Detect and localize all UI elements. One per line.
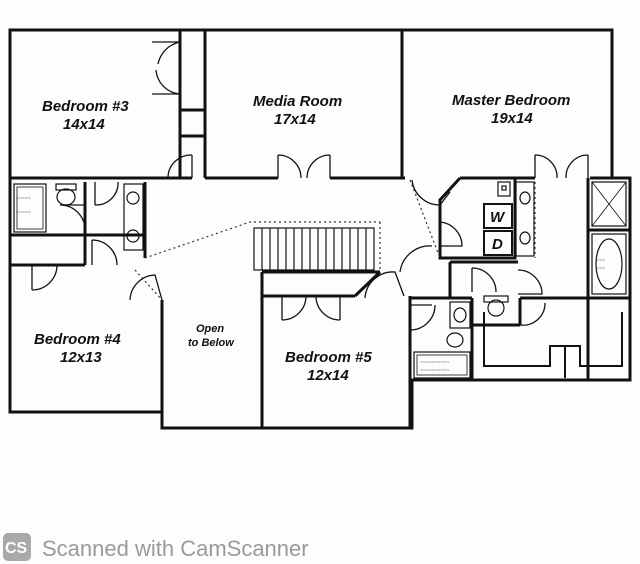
master-bedroom-name: Master Bedroom [452, 92, 570, 109]
left-vanity [123, 183, 144, 251]
svg-text:~~~~~: ~~~~~ [16, 210, 31, 216]
bedroom4-name: Bedroom #4 [34, 331, 121, 348]
svg-text:~~~: ~~~ [596, 258, 605, 264]
master-toilet [487, 299, 505, 317]
door-swings [31, 41, 589, 331]
dryer [483, 230, 513, 256]
camscanner-logo-text: CS [5, 540, 28, 557]
master-closet-outline [483, 312, 623, 378]
left-toilet [56, 188, 76, 206]
bedroom4-size: 12x13 [60, 349, 102, 366]
bedroom5-name: Bedroom #5 [285, 349, 372, 366]
exterior-walls [8, 28, 632, 430]
master-vanity [515, 181, 535, 257]
hall-toilet [446, 332, 464, 348]
dotted-openings [134, 179, 536, 301]
hall-bathtub [413, 351, 471, 379]
camscanner-watermark-text: Scanned with CamScanner [42, 536, 309, 561]
bedroom3-size: 14x14 [63, 116, 105, 133]
svg-text:~~~: ~~~ [596, 266, 605, 272]
svg-text:~~~~~: ~~~~~ [16, 196, 31, 202]
bath-fixtures [13, 181, 627, 379]
open-to-below-line2: to Below [188, 337, 235, 349]
camscanner-logo-icon [3, 533, 31, 561]
bedroom5-size: 12x14 [307, 367, 349, 384]
master-bedroom-size: 19x14 [491, 110, 533, 127]
fixture-notes: ~~~~~ ~~~~~ ~~~~~~~~~~ ~~~~~~~~~~ ~~~ ~~… [16, 196, 605, 374]
left-bathtub [13, 183, 47, 233]
interior-walls [10, 30, 630, 428]
washer-label: W [490, 209, 506, 226]
media-room-size: 17x14 [274, 111, 316, 128]
washer [483, 203, 513, 229]
open-to-below-line1: Open [196, 323, 224, 335]
room-labels: Bedroom #3 14x14 Media Room 17x14 Master… [34, 92, 570, 384]
hall-sink [449, 301, 471, 329]
media-room-name: Media Room [253, 93, 342, 110]
bedroom3-name: Bedroom #3 [42, 98, 129, 115]
svg-text:~~~~~~~~~~: ~~~~~~~~~~ [420, 360, 449, 366]
svg-text:~~~~~~~~~~: ~~~~~~~~~~ [420, 368, 449, 374]
master-shower [591, 181, 627, 227]
dryer-label: D [492, 236, 503, 253]
master-tub [591, 233, 627, 295]
camscanner-watermark: CS Scanned with CamScanner [3, 533, 309, 561]
staircase [253, 227, 375, 271]
